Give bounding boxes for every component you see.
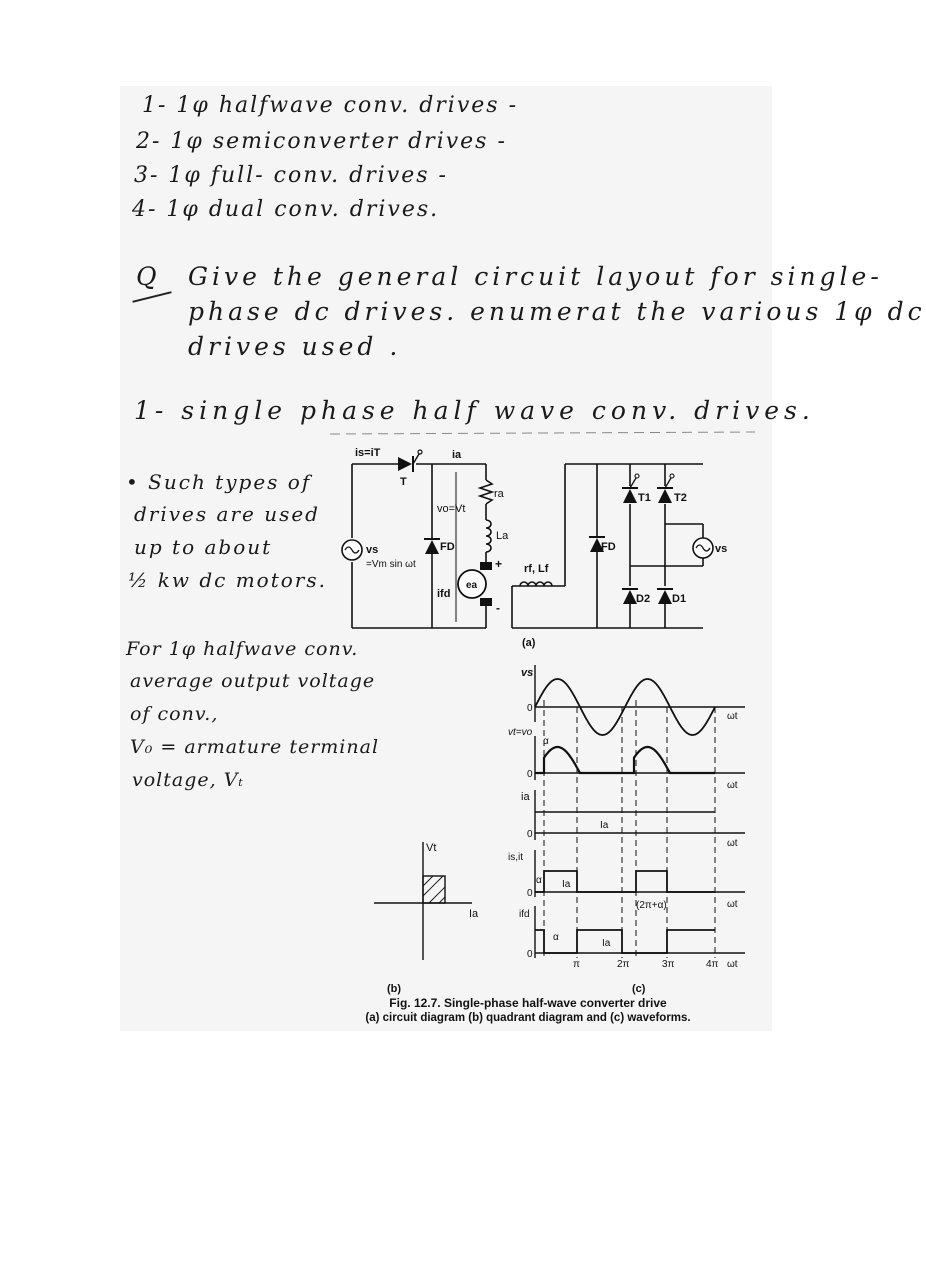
label-vs: vs <box>366 544 378 556</box>
question-line-1: Give the general circuit layout for sing… <box>188 262 883 291</box>
figure-caption-body: (a) circuit diagram (b) quadrant diagram… <box>365 1012 691 1024</box>
label-vs-right: vs <box>715 543 727 555</box>
wave-zero-2: 0 <box>527 769 533 780</box>
inductor-icon <box>485 519 492 553</box>
note-average-4: V₀ = armature terminal <box>130 736 380 758</box>
question-line-3: drives used . <box>188 332 402 361</box>
wave-wt-2: ωt <box>727 780 738 791</box>
question-mark: Q <box>136 262 164 291</box>
figure-caption-title: Fig. 12.7. Single-phase half-wave conver… <box>389 996 667 1010</box>
wave-zero-1: 0 <box>527 703 533 714</box>
wave-label-ia: ia <box>521 791 530 803</box>
label-fd-left: FD <box>440 541 455 553</box>
wave-label-vs: vs <box>521 667 533 679</box>
waveform-guides <box>543 700 716 958</box>
wave-wt-1: ωt <box>727 711 738 722</box>
quadrant-label-ia: Ia <box>469 908 479 920</box>
label-source-eq: =Vm sin ωt <box>366 559 416 570</box>
motor-icon <box>457 569 487 599</box>
note-such-types-3: up to about <box>134 535 273 559</box>
wave-tick-2pi: 2π <box>617 959 630 970</box>
diode-d1-icon <box>658 590 672 604</box>
label-vo-vt: vo=Vt <box>437 503 465 515</box>
wave-alpha-3: α <box>553 932 559 943</box>
wave-tick-3pi: 3π <box>662 959 675 970</box>
note-average-2: average output voltage <box>130 670 376 692</box>
wave-zero-5: 0 <box>527 949 533 960</box>
thyristor-t2-icon <box>658 489 672 503</box>
label-t1: T1 <box>638 492 651 504</box>
label-plus: + <box>495 557 502 571</box>
field-winding-icon <box>519 581 553 587</box>
label-minus: - <box>496 601 500 615</box>
wave-tick-pi: π <box>573 959 580 970</box>
label-rf-lf: rf, Lf <box>524 563 549 575</box>
wave-label-is-it: is,it <box>508 852 523 863</box>
list-item-4: 4- 1φ dual conv. drives. <box>132 197 440 222</box>
wave-zero-3: 0 <box>527 829 533 840</box>
quadrant-label-vt: Vt <box>426 842 436 854</box>
thyristor-t1-icon <box>623 489 637 503</box>
wave-alpha-2: α <box>536 875 542 886</box>
label-fd-right: FD <box>601 541 616 553</box>
wave-wt-5: ωt <box>727 959 738 970</box>
label-d1: D1 <box>672 593 686 605</box>
label-d2: D2 <box>636 593 650 605</box>
label-ea: ea <box>466 580 478 591</box>
label-ifd: ifd <box>437 588 450 600</box>
list-item-1: 1- 1φ halfwave conv. drives - <box>142 93 519 118</box>
note-average-1: For 1φ halfwave conv. <box>126 638 359 660</box>
figure-12-7: is=iT T ia vo=Vt vs =Vm sin ωt FD ifd ra… <box>329 431 756 995</box>
question-line-2: phase dc drives. enumerat the various 1φ… <box>188 297 926 326</box>
label-ia: ia <box>452 449 462 461</box>
label-sub-c: (c) <box>632 983 646 995</box>
list-item-3: 3- 1φ full- conv. drives - <box>134 163 448 188</box>
label-la: La <box>496 530 509 542</box>
note-such-types-2: drives are used <box>134 502 320 526</box>
section-heading: 1- single phase half wave conv. drives. <box>134 396 815 425</box>
thyristor-icon <box>398 457 412 471</box>
wave-wt-3: ωt <box>727 838 738 849</box>
note-average-3: of conv., <box>130 703 219 725</box>
wave-Ia-2: Ia <box>562 879 571 890</box>
wave-label-vt: vt=vo <box>508 727 533 738</box>
vs-waveform <box>534 678 716 736</box>
label-sub-b: (b) <box>387 983 401 995</box>
note-such-types-1: • Such types of <box>126 470 312 494</box>
wave-alpha-1: α <box>543 736 549 747</box>
quadrant-diagram-b <box>374 842 472 960</box>
wave-tick-4pi: 4π <box>706 959 719 970</box>
label-ra: ra <box>494 488 505 500</box>
vt-waveform <box>535 745 715 775</box>
freewheel-diode-icon <box>425 540 439 554</box>
wave-Ia-3: Ia <box>602 938 611 949</box>
wave-wt-4: ωt <box>727 899 738 910</box>
label-thyristor-t: T <box>400 476 407 488</box>
wave-zero-4: 0 <box>527 888 533 899</box>
wave-Ia-1: Ia <box>600 820 609 831</box>
scanned-page <box>120 86 772 1031</box>
note-such-types-4: ½ kw dc motors. <box>128 568 327 592</box>
note-average-5: voltage, Vₜ <box>132 769 245 791</box>
label-t2: T2 <box>674 492 687 504</box>
label-is-it: is=iT <box>355 447 381 459</box>
wave-label-ifd: ifd <box>519 909 530 920</box>
diode-d2-icon <box>623 590 637 604</box>
list-item-2: 2- 1φ semiconverter drives - <box>136 129 507 154</box>
label-sub-a: (a) <box>522 637 536 649</box>
wave-2pi-alpha: (2π+α) <box>636 900 667 911</box>
ifd-waveform <box>535 929 715 954</box>
